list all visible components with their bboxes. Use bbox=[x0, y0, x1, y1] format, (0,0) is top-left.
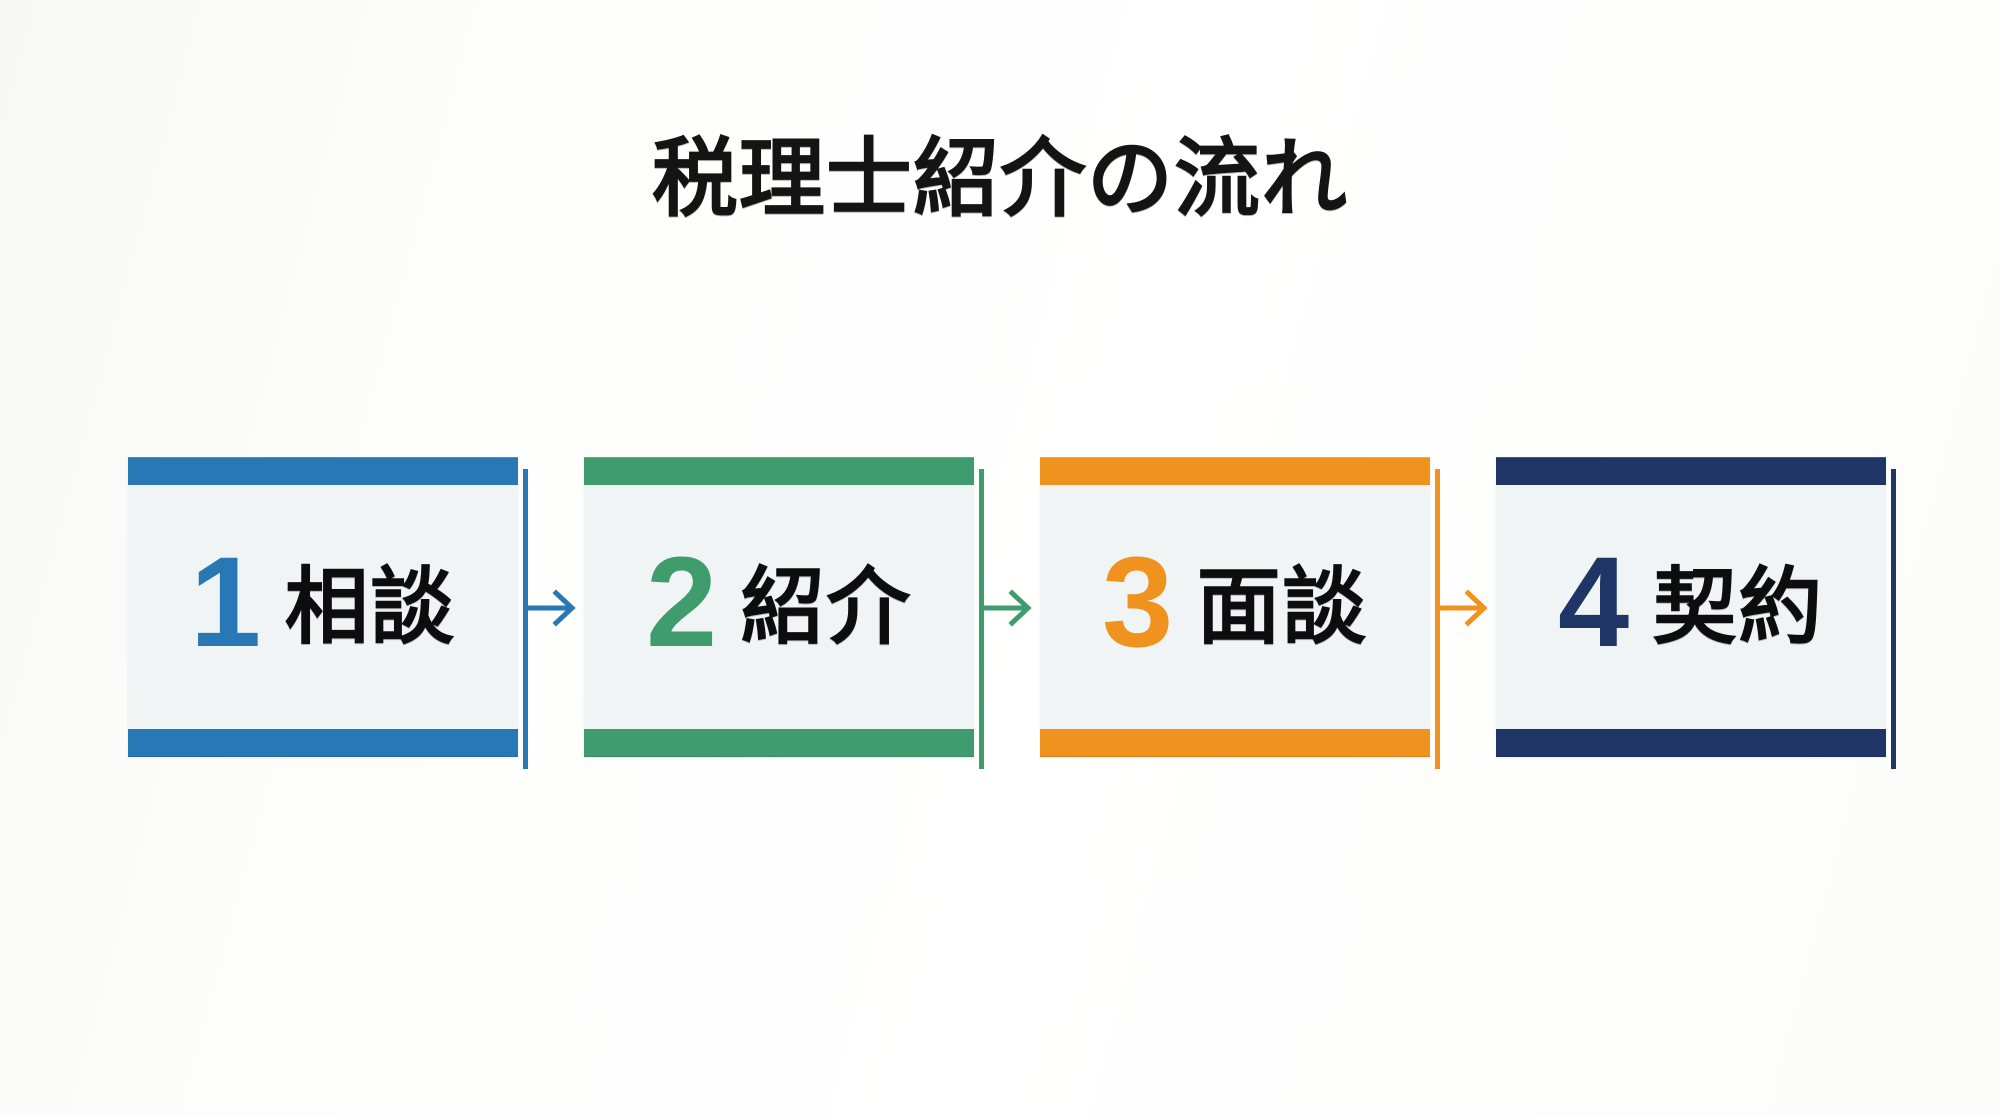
step-card-bottom-bar bbox=[1496, 729, 1886, 757]
step-card-top-bar bbox=[1040, 457, 1430, 485]
step-number: 4 bbox=[1557, 531, 1629, 674]
page-title-container: 税理士紹介の流れ bbox=[0, 76, 2000, 282]
step-label: 紹介 bbox=[740, 560, 912, 654]
step-label: 契約 bbox=[1652, 560, 1824, 654]
step-card-top-bar bbox=[584, 457, 974, 485]
step-card-top-bar bbox=[1496, 457, 1886, 485]
step-card-bottom-bar bbox=[1040, 729, 1430, 757]
step-number: 2 bbox=[645, 531, 717, 674]
arrow-right-icon bbox=[1432, 576, 1496, 640]
arrow-right-icon bbox=[976, 576, 1040, 640]
step-number: 3 bbox=[1101, 531, 1173, 674]
arrow-right-icon bbox=[520, 576, 584, 640]
step-card-bottom-bar bbox=[584, 729, 974, 757]
step-number: 1 bbox=[189, 531, 261, 674]
step-label: 面談 bbox=[1196, 560, 1368, 654]
page-title: 税理士紹介の流れ bbox=[651, 130, 1349, 227]
step-card-top-bar bbox=[128, 457, 518, 485]
step-card-bottom-bar bbox=[128, 729, 518, 757]
step-label: 相談 bbox=[284, 560, 456, 654]
